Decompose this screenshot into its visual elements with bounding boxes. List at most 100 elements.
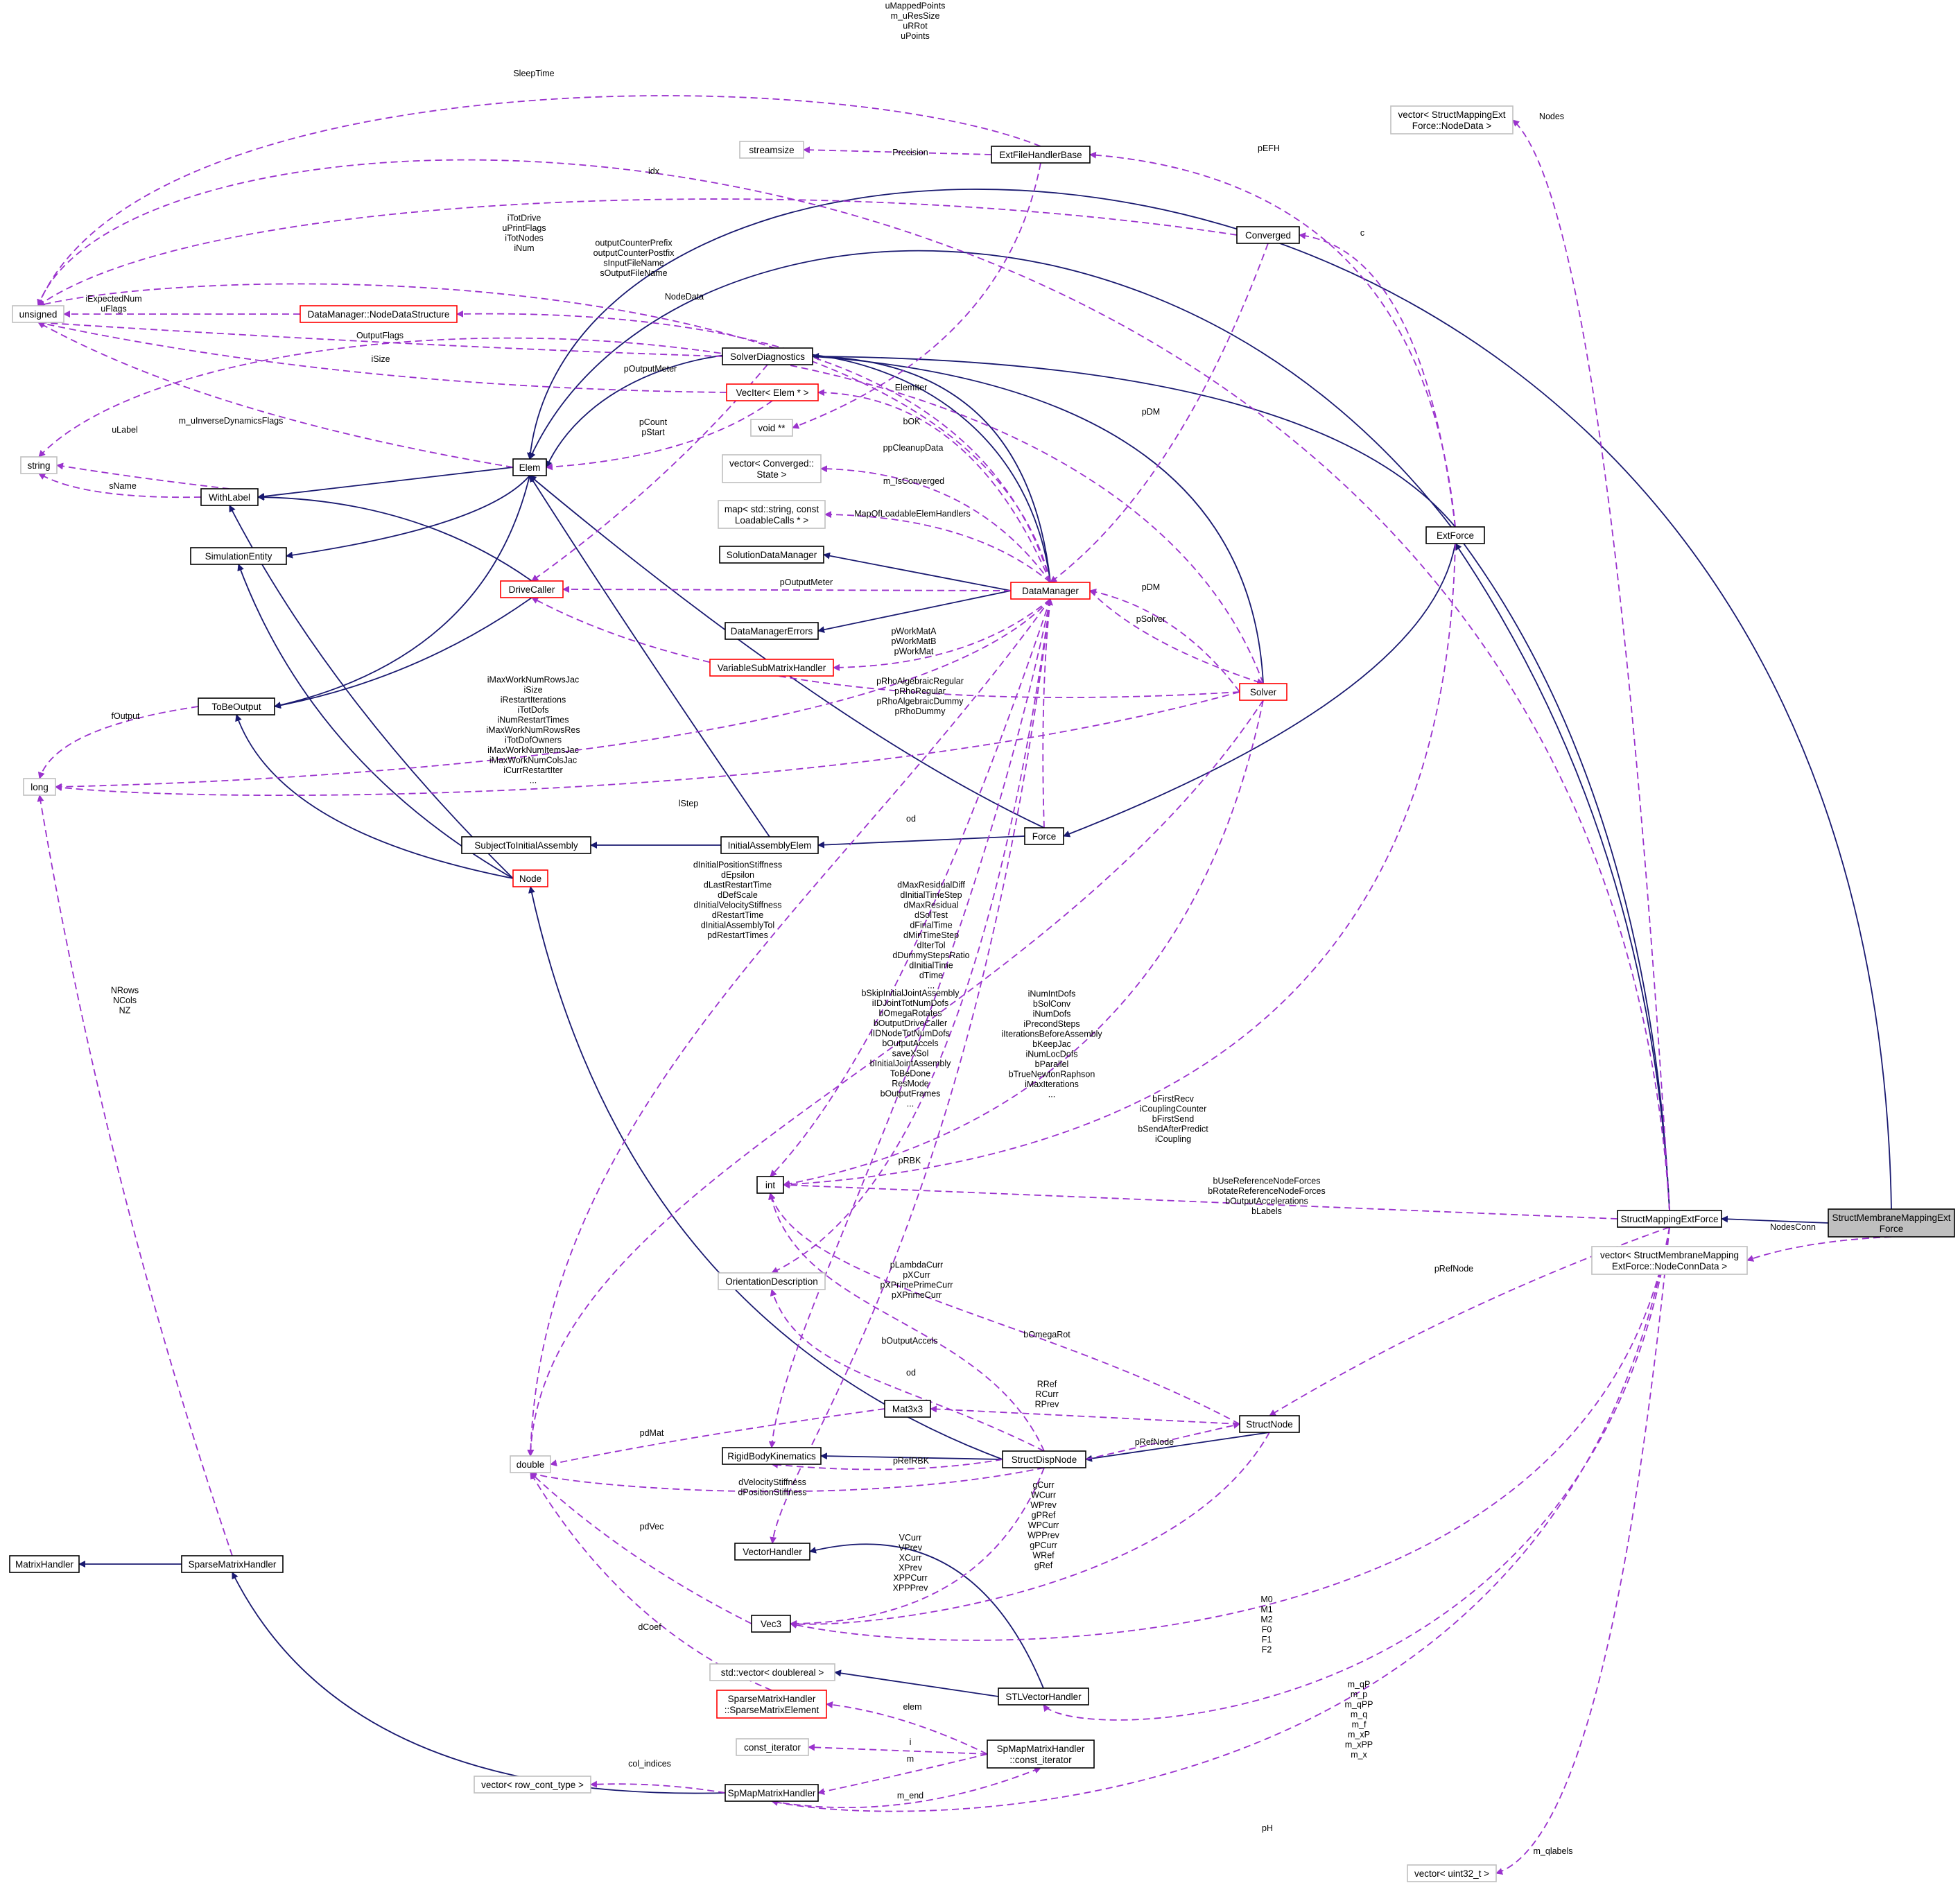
class-node-label: ExtFileHandlerBase — [999, 150, 1082, 160]
edge-label-b-output-accels: bOutputAccels — [881, 1336, 937, 1346]
usage-edge-struct-mapping-ext-force-to-int — [783, 1181, 1618, 1220]
inheritance-edge-drive-caller-to-to-be-output — [274, 597, 532, 709]
class-node-sparse-matrix-element[interactable]: SparseMatrixHandler::SparseMatrixElement — [716, 1690, 827, 1719]
class-node-stlvector-handler[interactable]: STLVectorHandler — [998, 1687, 1089, 1706]
class-node-vector-uint32[interactable]: vector< uint32_t > — [1407, 1864, 1497, 1882]
class-node-orientation-description[interactable]: OrientationDescription — [718, 1272, 826, 1290]
class-node-matrix-handler[interactable]: MatrixHandler — [9, 1555, 80, 1573]
usage-edge-force-to-data-manager — [1042, 598, 1053, 828]
class-node-solver[interactable]: Solver — [1239, 683, 1287, 701]
class-node-data-manager-errors[interactable]: DataManagerErrors — [725, 622, 819, 640]
class-node-drive-caller[interactable]: DriveCaller — [500, 580, 564, 598]
class-node-struct-node[interactable]: StructNode — [1239, 1415, 1300, 1433]
inheritance-edge-elem-to-with-label — [257, 467, 514, 500]
class-node-vector-converged-state[interactable]: vector< Converged::State > — [722, 454, 822, 483]
class-node-data-manager-node-data-structure[interactable]: DataManager::NodeDataStructure — [300, 305, 458, 323]
usage-edge-mat3x3-to-double — [550, 1408, 885, 1467]
usage-edge-vec-iter-elem-to-elem — [546, 400, 773, 471]
class-node-label: SparseMatrixHandler — [189, 1559, 277, 1570]
class-node-vector-handler[interactable]: VectorHandler — [734, 1543, 810, 1561]
class-node-converged[interactable]: Converged — [1236, 226, 1300, 244]
class-node-data-manager[interactable]: DataManager — [1010, 582, 1091, 600]
inheritance-edge-ext-force-to-force — [1063, 543, 1456, 838]
class-node-with-label[interactable]: WithLabel — [200, 488, 259, 506]
usage-edge-solver-to-double — [527, 700, 1264, 1457]
class-node-label: vector< uint32_t > — [1414, 1868, 1489, 1879]
class-node-string[interactable]: string — [20, 456, 58, 474]
class-node-const-iterator[interactable]: const_iterator — [736, 1738, 809, 1756]
class-node-mat3x3[interactable]: Mat3x3 — [884, 1400, 931, 1418]
class-node-solver-diagnostics[interactable]: SolverDiagnostics — [722, 347, 813, 365]
class-node-label: StructMappingExtForce — [1620, 1214, 1718, 1224]
class-node-box — [20, 456, 58, 474]
class-node-struct-mapping-ext-force[interactable]: StructMappingExtForce — [1617, 1210, 1722, 1228]
class-node-label: SimulationEntity — [205, 551, 272, 562]
class-node-elem[interactable]: Elem — [512, 458, 547, 476]
class-node-label: streamsize — [749, 145, 794, 155]
inheritance-edge-struct-node-to-struct-disp-node — [1085, 1432, 1270, 1462]
class-node-int[interactable]: int — [756, 1176, 784, 1194]
class-node-void-ptr-ptr[interactable]: void ** — [750, 419, 793, 437]
inheritance-edge-data-manager-to-data-manager-errors — [817, 590, 1012, 634]
edge-label-p-output-meter1: pOutputMeter — [624, 364, 677, 374]
class-node-force[interactable]: Force — [1024, 827, 1064, 845]
class-node-box — [198, 697, 275, 715]
class-node-vec3[interactable]: Vec3 — [751, 1615, 791, 1633]
usage-edge-ext-force-to-converged — [1299, 232, 1456, 528]
class-node-rigid-body-kinematics[interactable]: RigidBodyKinematics — [722, 1447, 822, 1465]
usage-edge-struct-node-to-int — [768, 1192, 1240, 1425]
class-node-streamsize[interactable]: streamsize — [739, 141, 804, 159]
class-node-subject-to-initial-assembly[interactable]: SubjectToInitialAssembly — [461, 836, 591, 854]
usage-edge-struct-disp-node-to-struct-node — [1085, 1422, 1240, 1460]
class-node-long[interactable]: long — [23, 778, 56, 796]
class-node-sparse-matrix-handler[interactable]: SparseMatrixHandler — [181, 1555, 284, 1573]
class-node-box — [722, 347, 813, 365]
usage-edge-struct-disp-node-to-vec3 — [790, 1467, 1045, 1627]
class-node-simulation-entity[interactable]: SimulationEntity — [190, 547, 287, 565]
edge-label-precision: Precision — [892, 148, 928, 157]
class-node-box — [736, 1738, 809, 1756]
class-node-variable-sub-matrix-handler[interactable]: VariableSubMatrixHandler — [709, 659, 834, 677]
class-node-std-vector-doublereal[interactable]: std::vector< doublereal > — [709, 1663, 835, 1681]
edge-label-node-data: NodeData — [665, 292, 704, 302]
class-node-unsigned[interactable]: unsigned — [12, 305, 64, 323]
usage-edge-struct-mapping-ext-force-to-sp-map-matrix-handler — [771, 1226, 1670, 1812]
class-node-struct-disp-node[interactable]: StructDispNode — [1002, 1450, 1086, 1468]
usage-edge-solver-to-string — [38, 337, 1264, 684]
class-node-initial-assembly-elem[interactable]: InitialAssemblyElem — [720, 836, 819, 854]
usage-edge-ext-force-to-ext-file-handler-base — [1089, 151, 1456, 528]
inheritance-edge-struct-mapping-ext-force-to-ext-force — [1455, 543, 1670, 1211]
edge-label-p-ref-node1: pRefNode — [1434, 1264, 1473, 1274]
class-node-double[interactable]: double — [510, 1455, 551, 1473]
class-node-sp-map-const-iterator[interactable]: SpMapMatrixHandler::const_iterator — [987, 1739, 1095, 1769]
class-node-label: Elem — [519, 462, 541, 473]
usage-edge-struct-mapping-ext-force-to-vector-uint32 — [1495, 1226, 1670, 1875]
class-node-solution-data-manager[interactable]: SolutionDataManager — [719, 546, 824, 564]
class-node-node[interactable]: Node — [512, 869, 548, 887]
class-node-ext-file-handler-base[interactable]: ExtFileHandlerBase — [991, 146, 1091, 164]
usage-edge-with-label-to-string — [56, 462, 230, 489]
class-node-box — [709, 1663, 835, 1681]
usage-edge-ext-force-to-int — [783, 543, 1456, 1188]
class-node-vector-row-cont-type[interactable]: vector< row_cont_type > — [474, 1776, 591, 1794]
class-node-box — [1591, 1246, 1748, 1275]
usage-edge-struct-disp-node-to-double — [530, 1467, 1045, 1493]
class-node-vec-iter-elem[interactable]: VecIter< Elem * > — [726, 383, 819, 401]
edge-label-p-efh: pEFH — [1258, 144, 1280, 153]
usage-edge-struct-mapping-ext-force-to-unsigned — [37, 159, 1670, 1211]
class-node-sp-map-matrix-handler[interactable]: SpMapMatrixHandler — [725, 1784, 819, 1802]
class-node-to-be-output[interactable]: ToBeOutput — [198, 697, 275, 715]
inheritance-edge-solver-to-solver-diagnostics — [812, 353, 1264, 684]
class-node-ext-force[interactable]: ExtForce — [1425, 526, 1485, 544]
